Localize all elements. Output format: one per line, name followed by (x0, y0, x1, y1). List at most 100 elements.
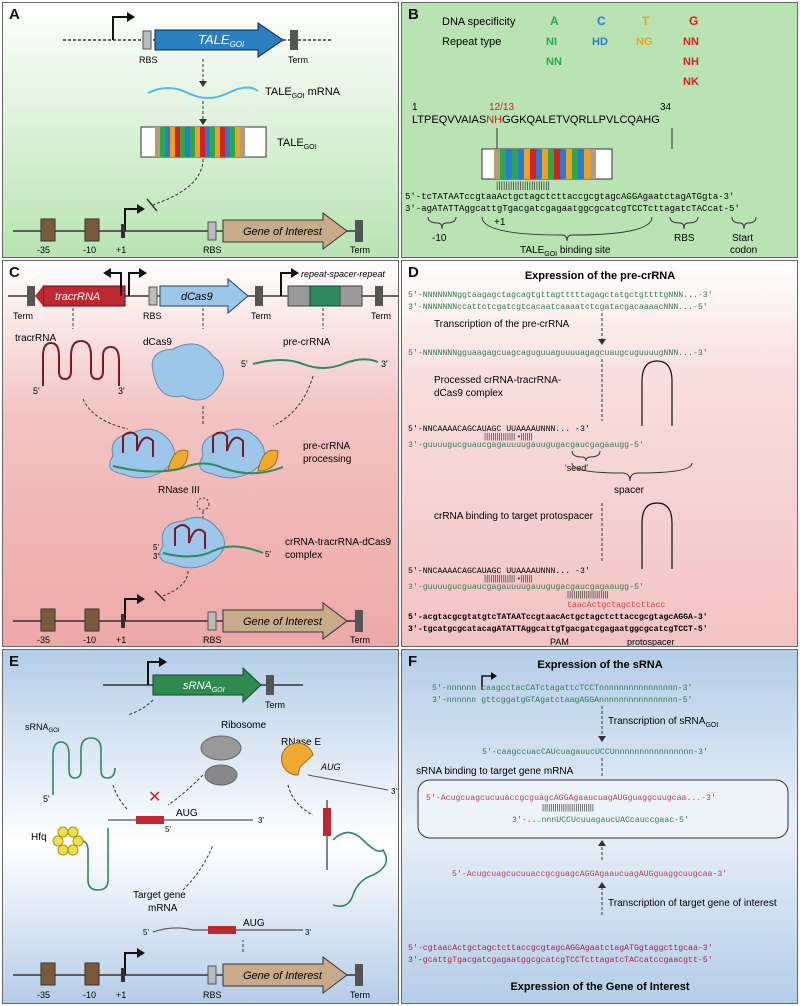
terminator-box (290, 30, 298, 50)
svg-text:AUG: AUG (243, 918, 265, 929)
panel-c-diagram: tracrRNA dCas9 repeat-spacer-repeat Term… (8, 268, 398, 645)
svg-text:Term: Term (288, 55, 308, 65)
svg-text:RNase E: RNase E (281, 737, 321, 748)
svg-text:LTPEQVVAIASNHGGKQALETVQRLLPVLC: LTPEQVVAIASNHGGKQALETVQRLLPVLCQAHG (412, 114, 660, 126)
svg-text:3': 3' (391, 787, 397, 796)
svg-text:Transcription of the pre-crRNA: Transcription of the pre-crRNA (434, 319, 570, 330)
svg-text:Gene of Interest: Gene of Interest (243, 226, 323, 238)
svg-text:3': 3' (305, 928, 311, 937)
svg-text:AUG: AUG (176, 808, 198, 819)
panel-label: A (9, 6, 20, 23)
panel-f-diagram: Expression of the sRNA 5′-nnnnnn caagcct… (408, 659, 789, 993)
srna-structure (52, 737, 116, 795)
svg-text:5': 5' (143, 928, 149, 937)
svg-text:5′-NNNNNNNggtaagagctagcagtgtta: 5′-NNNNNNNggtaagagctagcagtgttagtttttagag… (408, 290, 713, 300)
svg-text:dCas9: dCas9 (181, 291, 213, 303)
svg-text:Start: Start (732, 233, 753, 244)
svg-text:codon: codon (730, 245, 757, 256)
svg-text:5': 5' (265, 550, 271, 559)
svg-text:tracrRNA: tracrRNA (55, 291, 100, 303)
svg-text:Term: Term (251, 311, 271, 321)
dcas9-blob (151, 343, 224, 401)
svg-text:3′-guuuugucguaucgagauuuugauugu: 3′-guuuugucguaucgagauuuugauugugacgaucgag… (408, 440, 644, 450)
svg-text:T: T (642, 14, 650, 28)
svg-text:34: 34 (660, 102, 672, 113)
svg-text:HD: HD (592, 36, 608, 48)
svg-text:-35: -35 (37, 245, 50, 255)
panel-a-diagram: TALEGOI RBS Term TALEGOI mRNA (13, 12, 370, 255)
panel-d-diagram: Expression of the pre-crRNA 5′-NNNNNNNgg… (408, 270, 713, 646)
svg-text:3': 3' (118, 386, 125, 396)
ribosome-large-icon (200, 735, 242, 761)
svg-text:NG: NG (636, 36, 653, 48)
svg-text:5': 5' (165, 825, 171, 834)
svg-text:5': 5' (33, 386, 40, 396)
svg-text:-35: -35 (37, 990, 50, 1000)
panel-e-diagram: sRNAGOI Term sRNAGOI 5' Ribosome RNase E… (13, 657, 397, 1000)
svg-text:5': 5' (43, 794, 50, 804)
svg-text:5': 5' (153, 543, 159, 552)
svg-text:+1: +1 (116, 635, 126, 645)
tale-protein (140, 126, 267, 158)
panel-label: B (408, 6, 419, 23)
svg-text:|||||||||||||||||||||||: ||||||||||||||||||||||| (496, 180, 550, 190)
panel-d: D Expression of the pre-crRNA 5′-NNNNNNN… (401, 260, 798, 647)
svg-text:sRNAGOI: sRNAGOI (25, 722, 60, 734)
svg-text:3′-NNNNNNNccattctcgatcgtcacaat: 3′-NNNNNNNccattctcgatcgtcacaatcaaaatctcg… (408, 302, 708, 312)
svg-text:3′-agATATTAggcattgTgacgatcgaga: 3′-agATATTAggcattgTgacgatcgagaatggcgcatc… (405, 204, 740, 214)
svg-text:-10: -10 (83, 245, 96, 255)
panel-label: E (9, 653, 20, 670)
svg-text:Transcription of sRNAGOI: Transcription of sRNAGOI (608, 716, 718, 729)
svg-text:Target gene: Target gene (133, 890, 186, 901)
svg-text:repeat-spacer-repeat: repeat-spacer-repeat (301, 269, 385, 279)
svg-text:Expression of the Gene of Inte: Expression of the Gene of Interest (510, 981, 689, 993)
svg-text:+1: +1 (494, 217, 506, 228)
svg-text:5′-NNNNNNNgguaagagcuagcaguguua: 5′-NNNNNNNgguaagagcuagcaguguuaguuuuagagc… (408, 348, 708, 358)
svg-text:Expression of the sRNA: Expression of the sRNA (537, 659, 662, 671)
panel-a: A TALEGOI RBS Term TALEGOI mRNA (2, 2, 399, 258)
promoter-arrow-icon (112, 16, 131, 40)
svg-text:dCas9: dCas9 (143, 337, 172, 348)
svg-text:RBS: RBS (139, 55, 158, 65)
svg-text:3': 3' (381, 359, 388, 369)
svg-text:TALEGOI: TALEGOI (277, 137, 317, 151)
svg-text:Term: Term (350, 245, 370, 255)
srna-gene-arrow (152, 666, 262, 704)
svg-text:pre-crRNA: pre-crRNA (283, 337, 331, 348)
svg-text:-10: -10 (83, 635, 96, 645)
svg-text:DNA specificity: DNA specificity (442, 16, 516, 28)
panel-b-diagram: DNA specificity Repeat type A C T G NI N… (405, 14, 757, 258)
goi-arrow (222, 212, 348, 250)
svg-text:3′-guuuugucguaucgagauuuugauugu: 3′-guuuugucguaucgagauuuugauugugacgaucgag… (408, 582, 644, 592)
svg-text:Expression of the pre-crRNA: Expression of the pre-crRNA (525, 270, 675, 282)
minus10-box (84, 218, 100, 242)
panel-f: F Expression of the sRNA 5′-nnnnnn caagc… (401, 649, 798, 1004)
svg-text:NI: NI (546, 36, 557, 48)
svg-text:Transcription of target gene o: Transcription of target gene of interest (608, 898, 777, 909)
svg-text:5′-AcugcuagcucuuaccgcguagcAGGA: 5′-AcugcuagcucuuaccgcguagcAGGAgaaucuagAU… (452, 869, 727, 879)
svg-text:Gene of Interest: Gene of Interest (243, 970, 323, 982)
svg-text:C: C (597, 14, 606, 28)
minus35-box (40, 218, 56, 242)
mrna-wave (147, 86, 259, 99)
svg-text:TALEGOI binding site: TALEGOI binding site (520, 245, 611, 258)
block-x-icon: ✕ (148, 789, 161, 806)
svg-text:5′-nnnnnn caagcctacCATctagattc: 5′-nnnnnn caagcctacCATctagattcTCCTnnnnnn… (432, 683, 692, 693)
svg-text:Hfq: Hfq (31, 832, 47, 843)
svg-text:RBS: RBS (674, 233, 695, 244)
svg-text:5′-acgtacgcgtatgtcTATAATccgtaa: 5′-acgtacgcgtatgtcTATAATccgtaacActgctagc… (408, 612, 708, 622)
dcas9-gene-arrow (159, 277, 249, 315)
svg-text:mRNA: mRNA (148, 903, 178, 914)
svg-text:A: A (550, 14, 559, 28)
panel-label: C (9, 264, 20, 281)
rnase-e-icon (281, 742, 314, 776)
svg-text:Ribosome: Ribosome (221, 720, 266, 731)
hfq-hexamer-icon (52, 826, 84, 856)
svg-text:5': 5' (241, 359, 248, 369)
svg-text:Term: Term (350, 990, 370, 1000)
svg-text:RBS: RBS (203, 245, 222, 255)
svg-text:3′-...nnnUCCUcuuagaucUACcauccg: 3′-...nnnUCCUcuuagaucUACcauccgaac-5′ (512, 815, 689, 825)
svg-text:Term: Term (265, 700, 285, 710)
svg-text:||||||||||||||| •||||||: ||||||||||||||| •|||||| (484, 432, 533, 441)
svg-text:AUG: AUG (320, 762, 341, 772)
